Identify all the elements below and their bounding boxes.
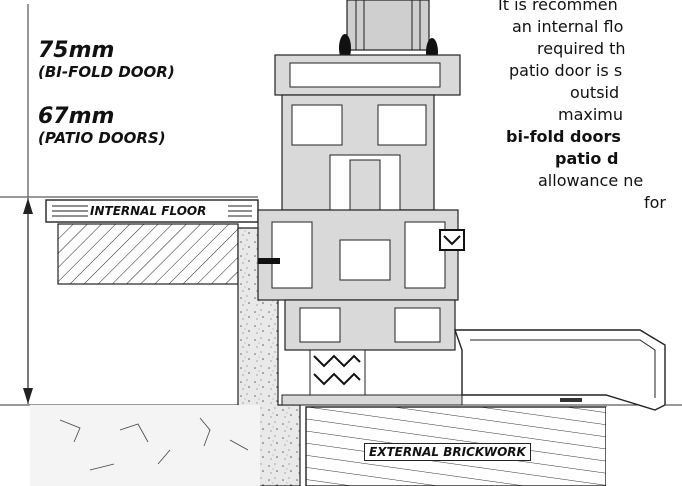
paragraph-line-3: required th [537, 39, 626, 58]
paragraph-line-10: for [644, 193, 666, 212]
patio-doors-caption: (PATIO DOORS) [38, 129, 166, 147]
paragraph-line-2: an internal flo [512, 17, 624, 36]
paragraph-line-8: patio d [555, 149, 619, 168]
paragraph-line-5: outsid [570, 83, 620, 102]
dimension-67mm-label: 67mm [38, 104, 115, 129]
paragraph-line-9: allowance ne [538, 171, 644, 190]
explanation-paragraph: It is recommen an internal flo required … [440, 0, 682, 320]
glass-pane [346, 0, 430, 51]
door-frame-profile [257, 0, 666, 411]
arrow-up-icon [23, 198, 33, 214]
paragraph-line-6: maximu [558, 105, 624, 124]
paragraph-line-1: It is recommen [498, 0, 618, 14]
concrete-fill [30, 227, 301, 486]
bi-fold-door-caption: (BI-FOLD DOOR) [38, 63, 175, 81]
external-brickwork-label: EXTERNAL BRICKWORK [364, 443, 531, 461]
paragraph-line-7: bi-fold doors [506, 127, 621, 146]
paragraph-line-4: patio door is s [509, 61, 623, 80]
internal-floor-label: INTERNAL FLOOR [88, 204, 209, 218]
dimension-75mm-label: 75mm [38, 38, 115, 63]
arrow-down-icon [23, 388, 33, 404]
